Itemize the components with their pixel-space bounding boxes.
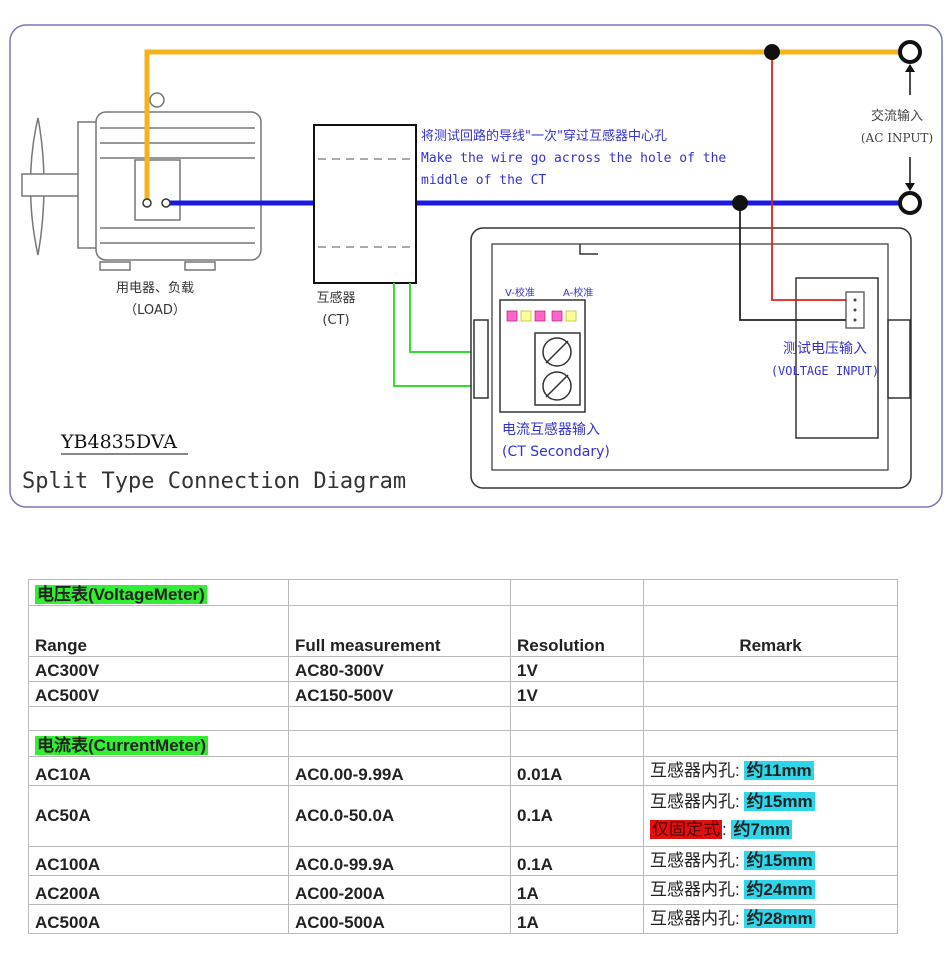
cell-full: AC80-300V bbox=[288, 656, 511, 682]
current-section-row: 电流表(CurrentMeter) bbox=[28, 730, 898, 757]
ac-input-en: (AC INPUT) bbox=[861, 131, 933, 145]
junction-live bbox=[764, 44, 780, 60]
ct-note-cn: 将测试回路的导线"一次"穿过互感器中心孔 bbox=[421, 128, 667, 144]
table-row: AC500A AC00-500A 1A 互感器内孔: 约28mm bbox=[28, 904, 898, 934]
header-row: Range Full measurement Resolution Remark bbox=[28, 605, 898, 657]
spec-table: 电压表(VoltageMeter) Range Full measurement… bbox=[28, 579, 898, 934]
cell-remark: 互感器内孔: 约15mm 仅固定式: 约7mm bbox=[643, 785, 898, 847]
motor-terminal-neutral bbox=[161, 198, 171, 208]
cell-full: AC00-200A bbox=[288, 875, 511, 905]
hole-size: 约15mm bbox=[744, 851, 815, 870]
calibration-pads bbox=[506, 310, 577, 322]
header-full: Full measurement bbox=[288, 605, 511, 657]
spacer-row bbox=[28, 706, 898, 731]
motor-icon bbox=[21, 92, 262, 271]
cell-res: 1V bbox=[510, 681, 644, 707]
header-range: Range bbox=[28, 605, 289, 657]
voltage-input-en: (VOLTAGE INPUT) bbox=[771, 364, 879, 378]
current-section-header: 电流表(CurrentMeter) bbox=[35, 736, 209, 755]
remark-label: 互感器内孔: bbox=[650, 851, 740, 870]
cell-remark: 互感器内孔: 约11mm bbox=[643, 756, 898, 786]
cell-range: AC500V bbox=[28, 681, 289, 707]
model-name: YB4835DVA bbox=[60, 431, 177, 453]
table-row: AC200A AC00-200A 1A 互感器内孔: 约24mm bbox=[28, 875, 898, 905]
junction-neutral bbox=[732, 195, 748, 211]
cell-range: AC200A bbox=[28, 875, 289, 905]
cell-remark: 互感器内孔: 约24mm bbox=[643, 875, 898, 905]
ct-label-cn: 互感器 bbox=[316, 290, 355, 306]
load-label-en: （LOAD） bbox=[124, 303, 186, 318]
header-resolution: Resolution bbox=[510, 605, 644, 657]
cell-range: AC10A bbox=[28, 756, 289, 786]
red-wire bbox=[771, 52, 848, 301]
cell-res: 0.1A bbox=[510, 785, 644, 847]
remark-label: 互感器内孔: bbox=[650, 909, 740, 928]
ac-terminal-top bbox=[898, 40, 922, 64]
hole-size: 约15mm bbox=[744, 792, 815, 811]
ct-secondary-cn: 电流互感器输入 bbox=[502, 421, 600, 438]
voltage-section-row: 电压表(VoltageMeter) bbox=[28, 579, 898, 606]
live-wire bbox=[144, 49, 910, 203]
cell-res: 1V bbox=[510, 656, 644, 682]
hole-size: 约24mm bbox=[744, 880, 815, 899]
fixed-hole-size: 约7mm bbox=[731, 820, 793, 839]
cell-range: AC50A bbox=[28, 785, 289, 847]
ct-label-en: (CT) bbox=[322, 313, 349, 328]
load-label-cn: 用电器、负载 bbox=[116, 281, 194, 296]
meter-body bbox=[470, 227, 912, 489]
ct-note-en-2: middle of the CT bbox=[421, 173, 546, 188]
table-row: AC10A AC0.00-9.99A 0.01A 互感器内孔: 约11mm bbox=[28, 756, 898, 786]
cell-remark: 互感器内孔: 约15mm bbox=[643, 846, 898, 876]
connection-diagram: 交流输入 (AC INPUT) 将测试回路的导线"一次"穿过互感器中心孔 Mak… bbox=[9, 24, 943, 508]
hole-size: 约28mm bbox=[744, 909, 815, 928]
table-row: AC100A AC0.0-99.9A 0.1A 互感器内孔: 约15mm bbox=[28, 846, 898, 876]
cell-range: AC100A bbox=[28, 846, 289, 876]
cell-full: AC00-500A bbox=[288, 904, 511, 934]
motor-terminal-live bbox=[142, 198, 152, 208]
cell-remark: 互感器内孔: 约28mm bbox=[643, 904, 898, 934]
screw-terminal-block bbox=[534, 332, 581, 406]
cell-range: AC300V bbox=[28, 656, 289, 682]
v-cal-label: V-校准 bbox=[505, 286, 535, 299]
hole-size: 约11mm bbox=[744, 761, 814, 780]
cell-range: AC500A bbox=[28, 904, 289, 934]
a-cal-label: A-校准 bbox=[563, 286, 593, 299]
table-row: AC300V AC80-300V 1V bbox=[28, 656, 898, 682]
ac-input-cn: 交流输入 bbox=[871, 108, 923, 124]
cell-full: AC0.0-50.0A bbox=[288, 785, 511, 847]
cell-res: 1A bbox=[510, 904, 644, 934]
cell-res: 0.01A bbox=[510, 756, 644, 786]
cell-res: 0.1A bbox=[510, 846, 644, 876]
cell-res: 1A bbox=[510, 875, 644, 905]
voltage-section-header: 电压表(VoltageMeter) bbox=[35, 585, 207, 604]
ct-block bbox=[313, 124, 417, 284]
cell-full: AC150-500V bbox=[288, 681, 511, 707]
table-row: AC500V AC150-500V 1V bbox=[28, 681, 898, 707]
remark-label: 互感器内孔: bbox=[650, 880, 740, 899]
diagram-title: Split Type Connection Diagram bbox=[22, 469, 406, 494]
ct-secondary-en: (CT Secondary) bbox=[502, 444, 610, 460]
header-remark: Remark bbox=[643, 605, 898, 657]
fixed-type-label: 仅固定式 bbox=[650, 820, 722, 839]
voltage-input-cn: 测试电压输入 bbox=[783, 341, 867, 357]
table-row: AC50A AC0.0-50.0A 0.1A 互感器内孔: 约15mm 仅固定式… bbox=[28, 785, 898, 847]
cell-full: AC0.00-9.99A bbox=[288, 756, 511, 786]
dark-wire bbox=[739, 203, 848, 321]
cell-full: AC0.0-99.9A bbox=[288, 846, 511, 876]
ac-terminal-bottom bbox=[898, 191, 922, 215]
remark-label: 互感器内孔: bbox=[650, 792, 740, 811]
remark-label: 互感器内孔: bbox=[650, 761, 740, 780]
ct-note-en-1: Make the wire go across the hole of the bbox=[421, 151, 726, 166]
